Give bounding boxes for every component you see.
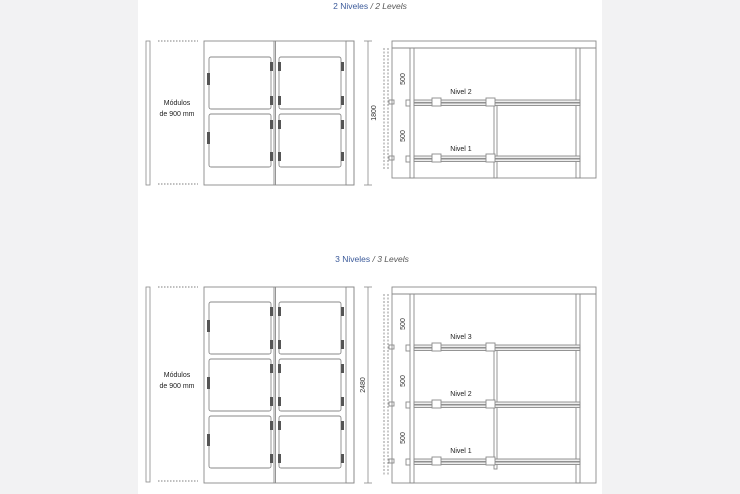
total-height-dimension: 1800 xyxy=(364,40,378,186)
section-2-levels: 2 Niveles / 2 Levels Módulos de 900 mm xyxy=(145,1,597,186)
section-title-separator: / xyxy=(368,1,375,11)
total-height-value: 1800 xyxy=(371,105,378,121)
door xyxy=(278,301,342,355)
module-width-indicator: Módulos de 900 mm xyxy=(145,286,198,483)
hinges xyxy=(207,307,344,463)
front-view xyxy=(203,40,355,186)
modules-label-line1: Módulos xyxy=(164,100,191,107)
level-height-value: 500 xyxy=(400,73,407,85)
level-label: Nivel 2 xyxy=(450,391,472,398)
total-height-dimension: 2480 xyxy=(360,286,372,484)
level-label: Nivel 1 xyxy=(450,448,472,455)
section-title-en: 2 Levels xyxy=(374,1,407,11)
door xyxy=(208,358,272,412)
level-height-value: 500 xyxy=(400,432,407,444)
section-title-separator: / xyxy=(370,254,377,264)
level-height-value: 500 xyxy=(400,130,407,142)
door xyxy=(278,113,342,168)
section-title: 3 Niveles / 3 Levels xyxy=(335,254,409,264)
section-title-en: 3 Levels xyxy=(377,254,409,264)
level-height-value: 500 xyxy=(400,375,407,387)
front-view xyxy=(203,286,355,484)
modules-label-line1: Módulos xyxy=(164,372,191,379)
door xyxy=(278,358,342,412)
door xyxy=(208,56,272,110)
level-beam xyxy=(405,342,581,352)
door xyxy=(278,56,342,110)
modules-label-line2: de 900 mm xyxy=(159,111,194,118)
door xyxy=(208,415,272,469)
drawing-sheet xyxy=(138,0,602,494)
level-label: Nivel 1 xyxy=(450,146,472,153)
section-3-levels: 3 Niveles / 3 Levels Módulos de 900 mm xyxy=(145,254,597,484)
level-beam xyxy=(405,153,581,163)
module-width-indicator: Módulos de 900 mm xyxy=(145,40,198,186)
level-label: Nivel 2 xyxy=(450,89,472,96)
section-title-es: 3 Niveles xyxy=(335,254,370,264)
door xyxy=(208,301,272,355)
level-label: Nivel 3 xyxy=(450,334,472,341)
door xyxy=(278,415,342,469)
level-beam xyxy=(405,456,581,466)
side-view xyxy=(383,286,597,484)
modules-label-line2: de 900 mm xyxy=(159,383,194,390)
section-title: 2 Niveles / 2 Levels xyxy=(333,1,407,11)
total-height-value: 2480 xyxy=(360,377,367,393)
level-beam xyxy=(405,97,581,107)
section-title-es: 2 Niveles xyxy=(333,1,368,11)
level-height-value: 500 xyxy=(400,318,407,330)
door xyxy=(208,113,272,168)
side-view xyxy=(383,40,597,179)
level-beam xyxy=(405,399,581,409)
hinges xyxy=(207,62,344,161)
